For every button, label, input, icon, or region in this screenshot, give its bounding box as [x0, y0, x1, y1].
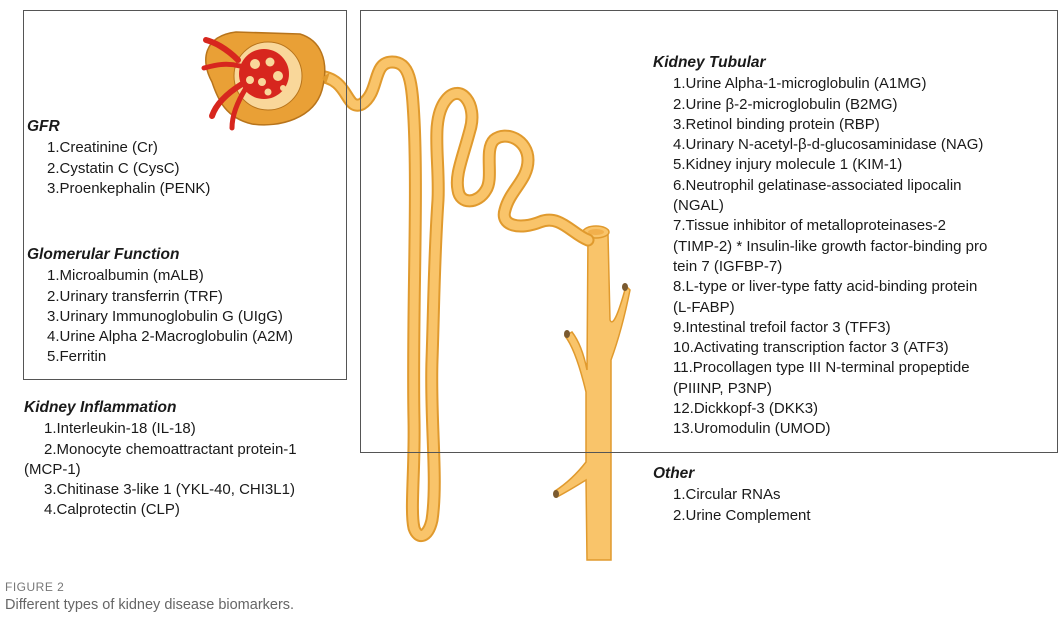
list-item: 2.Urine Complement: [673, 506, 811, 524]
list-item: 5.Kidney injury molecule 1 (KIM-1): [673, 156, 903, 174]
list-item: 9.Intestinal trefoil factor 3 (TFF3): [673, 318, 891, 336]
list-item: 2.Urinary transferrin (TRF): [47, 287, 223, 305]
kidney-tubular-list: 1.Urine Alpha-1-microglobulin (A1MG) 2.U…: [653, 74, 1053, 439]
list-item: 3.Proenkephalin (PENK): [47, 179, 211, 197]
kidney-inflammation-section: Kidney Inflammation 1.Interleukin-18 (IL…: [24, 398, 354, 521]
figure-caption: Different types of kidney disease biomar…: [5, 597, 295, 613]
renal-tubule: [311, 55, 595, 542]
list-item: 1.Interleukin-18 (IL-18): [44, 420, 196, 438]
other-section: Other 1.Circular RNAs 2.Urine Complement: [653, 464, 953, 526]
other-heading: Other: [653, 465, 695, 482]
list-item: 12.Dickkopf-3 (DKK3): [673, 400, 819, 418]
list-item: 8.L-type or liver-type fatty acid-bindin…: [673, 278, 978, 296]
list-item: 4.Urinary N-acetyl-β-d-glucosaminidase (…: [673, 136, 984, 154]
list-item: 1.Microalbumin (mALB): [47, 267, 204, 285]
list-item: 2.Cystatin C (CysC): [47, 159, 180, 177]
list-item: 1.Urine Alpha-1-microglobulin (A1MG): [673, 75, 927, 93]
list-item: 13.Uromodulin (UMOD): [673, 420, 831, 438]
kidney-inflammation-list: 1.Interleukin-18 (IL-18) 2.Monocyte chem…: [24, 419, 354, 520]
list-item: 2.Urine β-2-microglobulin (B2MG): [673, 95, 898, 113]
gfr-section: GFR 1.Creatinine (Cr) 2.Cystatin C (CysC…: [27, 117, 327, 199]
figure-label: FIGURE 2: [5, 580, 65, 594]
list-item: 5.Ferritin: [47, 348, 107, 366]
other-list: 1.Circular RNAs 2.Urine Complement: [653, 485, 953, 526]
list-item: (TIMP-2) * Insulin-like growth factor-bi…: [673, 237, 988, 255]
list-item: 4.Calprotectin (CLP): [44, 501, 180, 519]
list-item: 4.Urine Alpha 2-Macroglobulin (A2M): [47, 328, 293, 346]
left-frame: [23, 10, 347, 380]
list-item: 1.Creatinine (Cr): [47, 139, 158, 157]
list-item: (MCP-1): [24, 460, 81, 478]
list-item: (L-FABP): [673, 298, 735, 316]
list-item: 10.Activating transcription factor 3 (AT…: [673, 339, 949, 357]
gfr-heading: GFR: [27, 118, 60, 135]
kidney-inflammation-heading: Kidney Inflammation: [24, 399, 177, 416]
kidney-tubular-section: Kidney Tubular 1.Urine Alpha-1-microglob…: [653, 53, 1053, 440]
list-item: 6.Neutrophil gelatinase-associated lipoc…: [673, 176, 962, 194]
glomerular-function-list: 1.Microalbumin (mALB) 2.Urinary transfer…: [27, 266, 343, 367]
list-item: tein 7 (IGFBP-7): [673, 257, 783, 275]
list-item: 3.Chitinase 3-like 1 (YKL-40, CHI3L1): [44, 481, 295, 499]
glomerular-function-heading: Glomerular Function: [27, 246, 180, 263]
list-item: (PIIINP, P3NP): [673, 379, 772, 397]
list-item: 11.Procollagen type III N-terminal prope…: [673, 359, 970, 377]
gfr-list: 1.Creatinine (Cr) 2.Cystatin C (CysC) 3.…: [27, 138, 327, 199]
kidney-tubular-heading: Kidney Tubular: [653, 54, 766, 71]
list-item: 1.Circular RNAs: [673, 486, 781, 504]
right-frame: [360, 10, 1058, 453]
list-item: 3.Retinol binding protein (RBP): [673, 115, 880, 133]
collecting-duct: [553, 225, 631, 561]
list-item: 2.Monocyte chemoattractant protein-1: [44, 440, 297, 458]
glomerular-function-section: Glomerular Function 1.Microalbumin (mALB…: [27, 245, 343, 368]
list-item: 3.Urinary Immunoglobulin G (UIgG): [47, 307, 283, 325]
list-item: 7.Tissue inhibitor of metalloproteinases…: [673, 217, 946, 235]
list-item: (NGAL): [673, 197, 724, 215]
glomerulus: [201, 31, 330, 131]
